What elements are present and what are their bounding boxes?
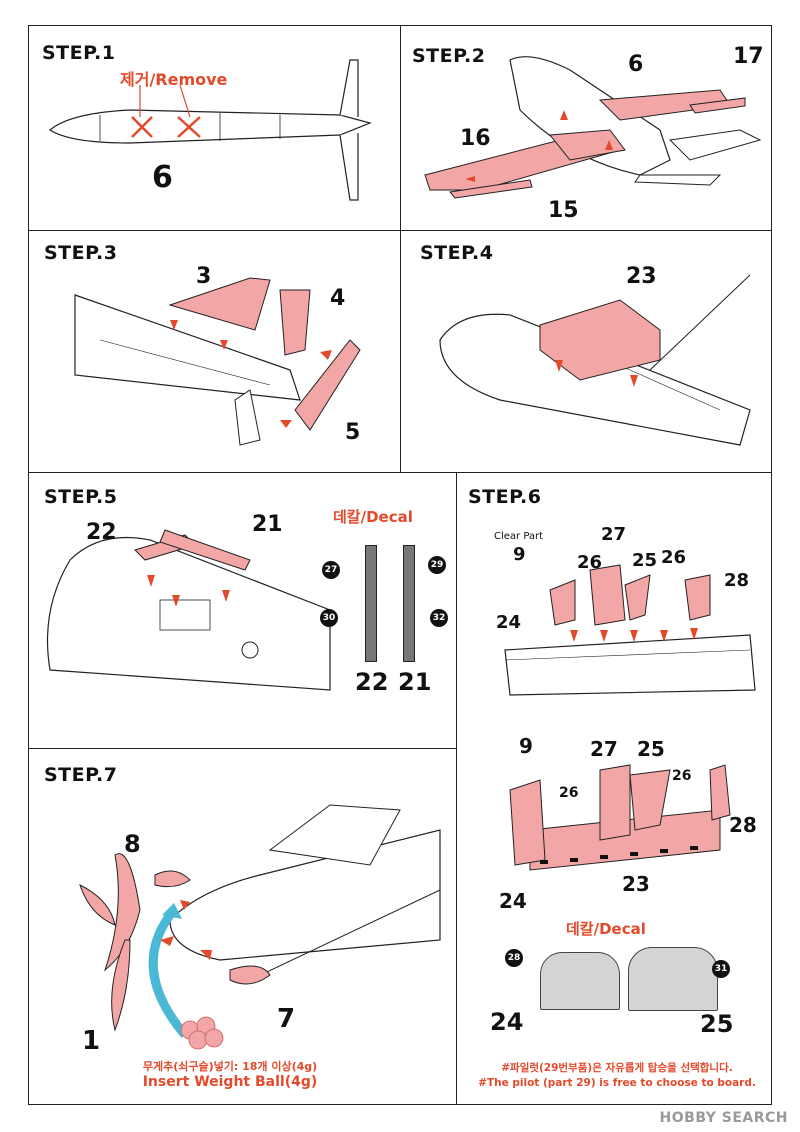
step6-top-part-26a: 26 xyxy=(577,552,603,573)
step7-part-7: 7 xyxy=(277,1004,296,1034)
decal-part-21: 21 xyxy=(398,668,432,696)
step6-bottom-part-26b: 26 xyxy=(672,768,692,784)
step7-part-8: 8 xyxy=(124,830,141,858)
step4-fuselage-drawing xyxy=(439,274,751,446)
step3-part-5: 5 xyxy=(345,420,361,445)
decal-badge-30: 30 xyxy=(320,609,338,627)
watermark: HOBBY SEARCH xyxy=(659,1110,788,1126)
step3-part-4: 4 xyxy=(330,286,346,311)
step3-tail-drawing xyxy=(74,277,361,446)
decal-part-25: 25 xyxy=(700,1010,734,1038)
step2-title: STEP.2 xyxy=(412,45,486,67)
remove-label: 제거/Remove xyxy=(120,70,228,89)
step5-title: STEP.5 xyxy=(44,486,118,508)
step7-nose-drawing xyxy=(79,804,441,1050)
divider xyxy=(28,748,456,749)
step3-title: STEP.3 xyxy=(44,242,118,264)
step6-seats-top-drawing xyxy=(504,564,756,696)
decal-panel-24 xyxy=(540,952,620,1010)
step6-bottom-part-26a: 26 xyxy=(559,785,579,801)
step6-top-part-25: 25 xyxy=(632,550,658,571)
divider xyxy=(400,25,401,472)
step2-part-15: 15 xyxy=(548,198,579,223)
step5-part-21: 21 xyxy=(252,512,283,537)
step6-bottom-part-23: 23 xyxy=(622,872,650,896)
step1-title: STEP.1 xyxy=(42,42,116,64)
step4-part-23: 23 xyxy=(626,264,657,289)
decal-badge-28: 28 xyxy=(505,949,523,967)
pilot-note-ko: #파일럿(29번부품)은 자유롭게 탑승을 선택합니다. xyxy=(501,1062,733,1074)
step7-part-1: 1 xyxy=(82,1026,101,1056)
step1-fuselage-drawing xyxy=(48,59,372,201)
step4-title: STEP.4 xyxy=(420,242,494,264)
decal-strip-22 xyxy=(365,545,377,662)
pilot-note-en: #The pilot (part 29) is free to choose t… xyxy=(478,1077,756,1089)
step2-part-16: 16 xyxy=(460,126,491,151)
step2-wing-drawing xyxy=(424,56,762,199)
step6-bottom-part-9: 9 xyxy=(519,734,533,758)
divider xyxy=(28,472,772,473)
step5-cockpit-drawing xyxy=(46,529,331,691)
decal-strip-21 xyxy=(403,545,415,662)
decal-part-24: 24 xyxy=(490,1008,524,1036)
divider xyxy=(456,472,457,1105)
step6-bottom-part-27: 27 xyxy=(590,737,618,761)
step3-part-3: 3 xyxy=(196,264,212,289)
step5-part-22: 22 xyxy=(86,520,117,545)
divider xyxy=(28,230,772,231)
step5-decal-label: 데칼/Decal xyxy=(333,508,413,526)
step6-top-part-28: 28 xyxy=(724,570,750,591)
step7-title: STEP.7 xyxy=(44,764,118,786)
weight-note-ko: 무게추(쇠구슬)넣기: 18개 이상(4g) xyxy=(142,1060,318,1073)
weight-note-en: Insert Weight Ball(4g) xyxy=(142,1074,318,1090)
decal-panel-25 xyxy=(628,947,718,1011)
step1-part-6: 6 xyxy=(152,160,173,195)
step6-bottom-part-25: 25 xyxy=(637,737,665,761)
step6-decal-label: 데칼/Decal xyxy=(566,920,646,938)
step6-top-part-26b: 26 xyxy=(661,547,687,568)
step6-bottom-part-28: 28 xyxy=(729,813,757,837)
decal-part-22: 22 xyxy=(355,668,389,696)
step2-part-6: 6 xyxy=(628,52,644,77)
step6-top-part-24: 24 xyxy=(496,612,522,633)
clear-part-label: Clear Part xyxy=(494,531,544,542)
step2-part-17: 17 xyxy=(733,44,764,69)
decal-badge-32: 32 xyxy=(430,609,448,627)
decal-badge-27: 27 xyxy=(322,561,340,579)
decal-badge-29: 29 xyxy=(428,556,446,574)
step6-bottom-part-24: 24 xyxy=(499,889,527,913)
step6-top-part-27: 27 xyxy=(601,524,627,545)
step6-title: STEP.6 xyxy=(468,486,542,508)
step6-seats-bottom-drawing xyxy=(509,764,731,871)
step6-top-part-9: 9 xyxy=(513,544,526,565)
decal-badge-31: 31 xyxy=(712,960,730,978)
